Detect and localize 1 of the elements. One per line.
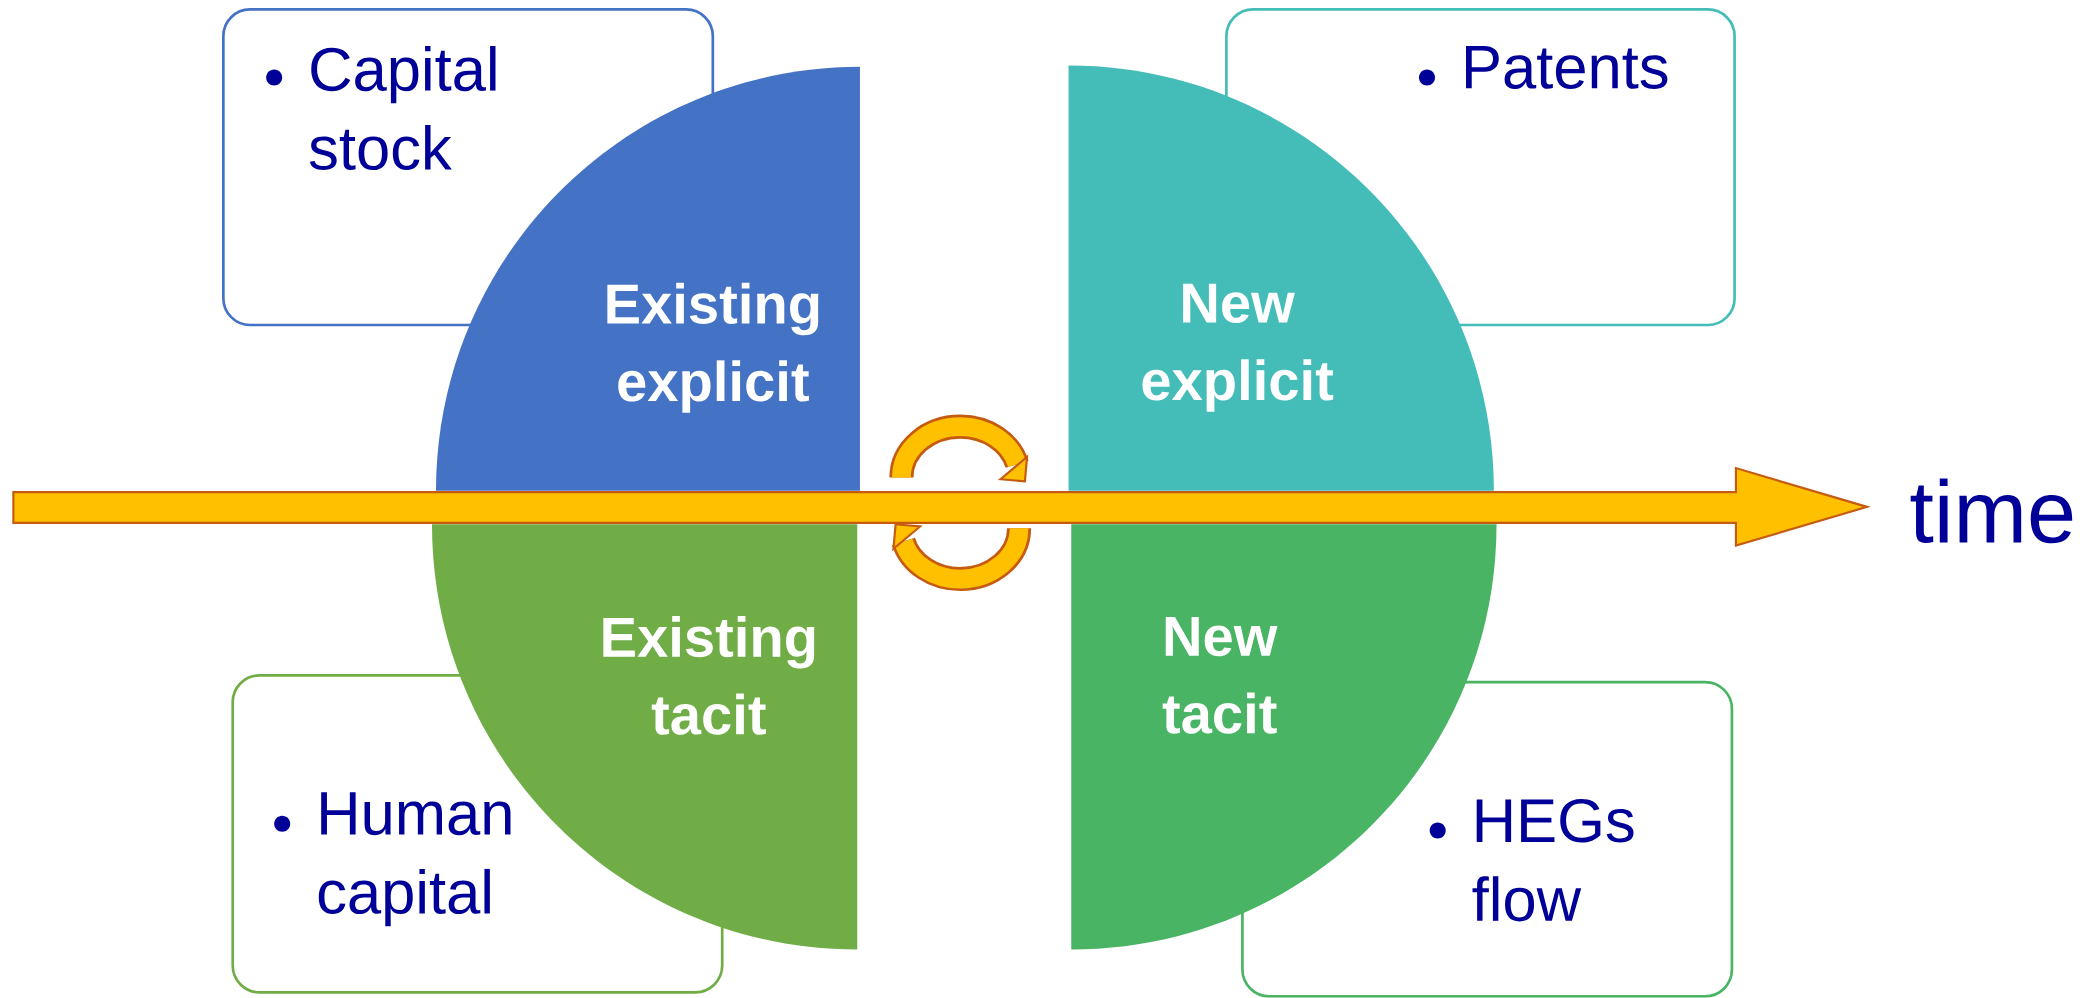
time-label: time: [1910, 478, 2073, 544]
